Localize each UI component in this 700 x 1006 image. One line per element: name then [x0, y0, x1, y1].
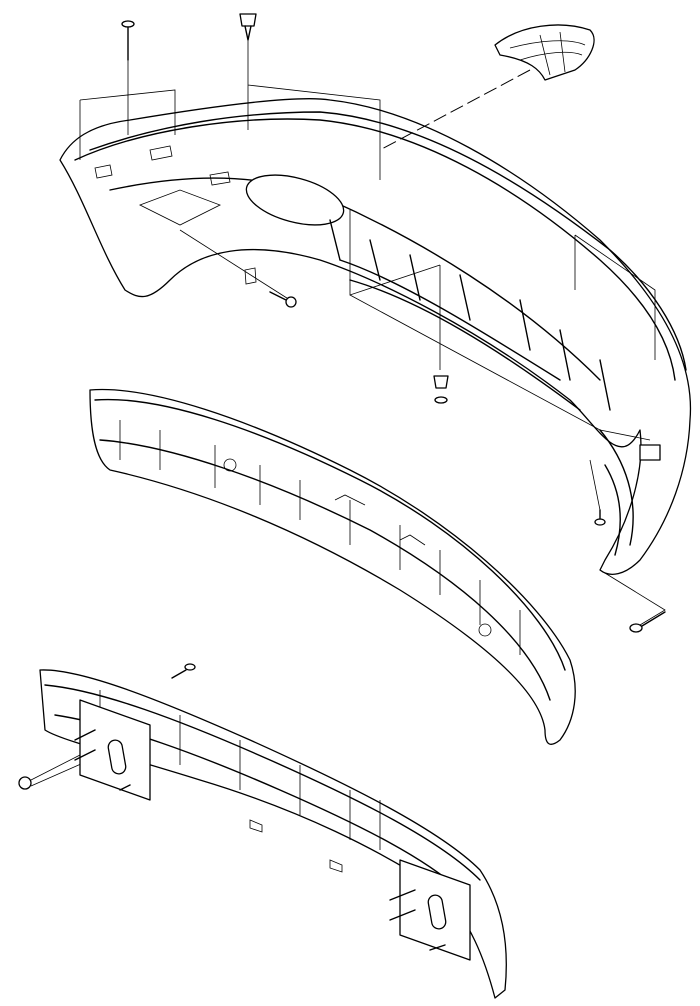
fasteners	[18, 13, 666, 790]
screw-icon	[594, 509, 606, 526]
energy-absorber	[89, 388, 576, 745]
push-clip-icon	[433, 375, 449, 404]
mounting-bracket-right	[389, 859, 471, 961]
screw-icon	[121, 20, 135, 61]
bumper-reinforcement	[39, 669, 507, 999]
bolt-icon	[171, 663, 196, 679]
bolt-icon	[269, 291, 297, 308]
clip-nut-icon	[639, 444, 661, 461]
screw-icon	[629, 611, 666, 633]
bumper-cover	[59, 98, 692, 575]
nut-icon	[18, 754, 91, 790]
push-clip-icon	[239, 13, 257, 41]
fog-lamp-cover	[379, 24, 595, 151]
mounting-bracket-left	[74, 699, 151, 801]
leader-lines	[79, 30, 666, 626]
